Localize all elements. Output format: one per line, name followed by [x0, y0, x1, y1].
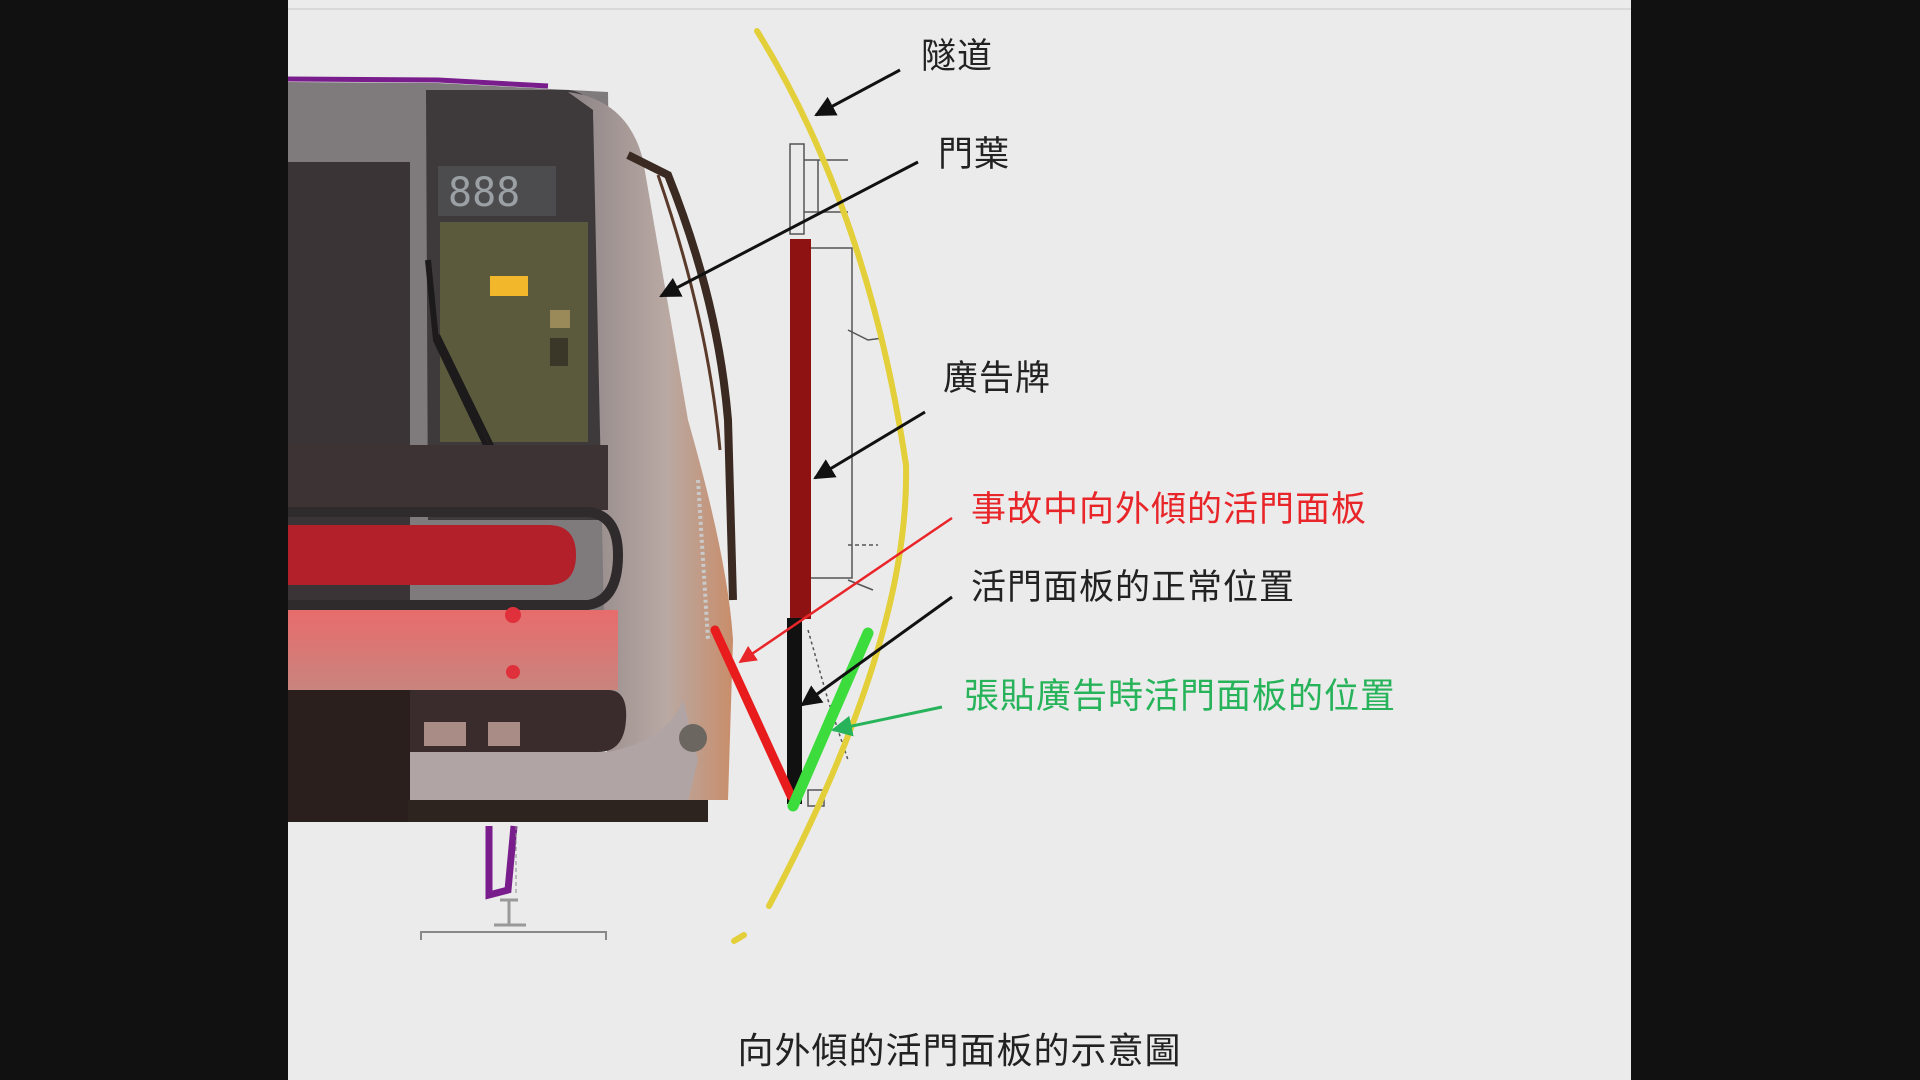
label-door-leaf: 門葉: [938, 135, 1011, 175]
billboard-arrow: [813, 410, 926, 480]
diagram-illustration: 888: [288, 28, 953, 944]
panel-accident-arrow: [738, 516, 953, 664]
panel-accident-bar: [710, 625, 796, 801]
tunnel-wall-arc: [754, 28, 910, 909]
top-divider: [288, 8, 1631, 10]
panel-advert-bar: [787, 627, 874, 812]
destination-display-digits: 888: [448, 170, 520, 216]
label-billboard: 廣告牌: [943, 359, 1052, 399]
train-front: 888: [288, 76, 737, 822]
billboard-bar: [790, 239, 811, 619]
door-leaf-arrow: [659, 160, 919, 298]
tunnel-arrow: [814, 68, 901, 117]
panel-normal-bar: [787, 618, 802, 804]
diagram-canvas: 888: [288, 0, 1631, 1080]
label-panel-accident: 事故中向外傾的活門面板: [971, 490, 1368, 530]
panel-advert-arrow: [830, 705, 943, 737]
panel-normal-arrow: [800, 595, 953, 707]
figure-caption: 向外傾的活門面板的示意圖: [737, 1031, 1182, 1072]
rail-track: [420, 825, 607, 940]
label-tunnel: 隧道: [921, 37, 994, 77]
label-panel-normal: 活門面板的正常位置: [971, 568, 1296, 608]
label-panel-advert: 張貼廣告時活門面板的位置: [964, 677, 1397, 717]
tunnel-wall-dash: [731, 932, 747, 944]
